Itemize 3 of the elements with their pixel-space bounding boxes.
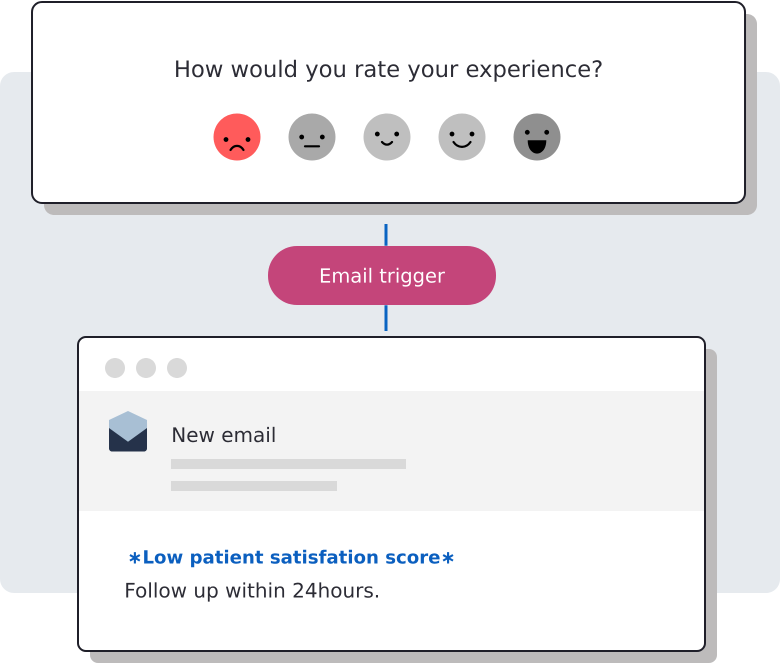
connector-line [384, 305, 388, 331]
trigger-pill: Email trigger [268, 246, 496, 305]
connector-line [384, 224, 388, 246]
